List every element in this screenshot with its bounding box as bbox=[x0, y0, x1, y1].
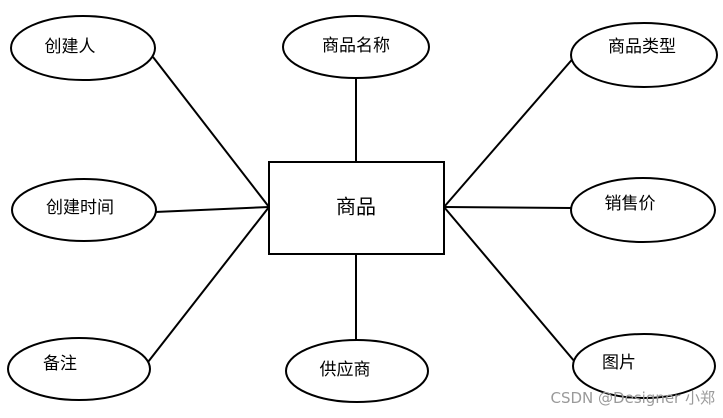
attribute-image: 图片 bbox=[572, 333, 716, 399]
attribute-type: 商品类型 bbox=[570, 22, 718, 88]
attribute-ellipse bbox=[285, 339, 429, 403]
line-remark bbox=[147, 206, 270, 363]
attribute-label: 图片 bbox=[602, 353, 636, 373]
line-create-time bbox=[154, 206, 270, 213]
attribute-name: 商品名称 bbox=[282, 15, 430, 79]
attribute-create-time: 创建时间 bbox=[11, 178, 157, 242]
watermark-text: CSDN @Designer 小郑 bbox=[550, 389, 716, 407]
relationship-lines bbox=[147, 54, 577, 363]
attribute-ellipse bbox=[282, 15, 430, 79]
line-image bbox=[443, 206, 576, 363]
attribute-label: 供应商 bbox=[320, 360, 371, 380]
entity-label: 商品 bbox=[336, 195, 376, 219]
attribute-ellipse bbox=[572, 333, 716, 399]
attribute-label: 销售价 bbox=[605, 194, 656, 214]
attribute-ellipse bbox=[570, 22, 718, 88]
attribute-ellipse bbox=[7, 337, 151, 401]
attribute-label: 备注 bbox=[43, 354, 77, 374]
attribute-ellipse bbox=[570, 177, 716, 243]
attribute-label: 创建人 bbox=[45, 37, 96, 57]
attribute-ellipse bbox=[10, 15, 156, 81]
attribute-price: 销售价 bbox=[570, 177, 716, 243]
attribute-label: 商品类型 bbox=[608, 37, 676, 57]
entity-box bbox=[268, 161, 445, 255]
attribute-label: 创建时间 bbox=[46, 198, 114, 218]
attribute-creator: 创建人 bbox=[10, 15, 156, 81]
entity-product: 商品 bbox=[268, 161, 445, 255]
line-type bbox=[443, 54, 577, 208]
line-price bbox=[443, 206, 572, 209]
attribute-supplier: 供应商 bbox=[285, 339, 429, 403]
attribute-remark: 备注 bbox=[7, 337, 151, 401]
line-creator bbox=[152, 56, 270, 208]
attribute-ellipse bbox=[11, 178, 157, 242]
attribute-label: 商品名称 bbox=[322, 36, 390, 56]
